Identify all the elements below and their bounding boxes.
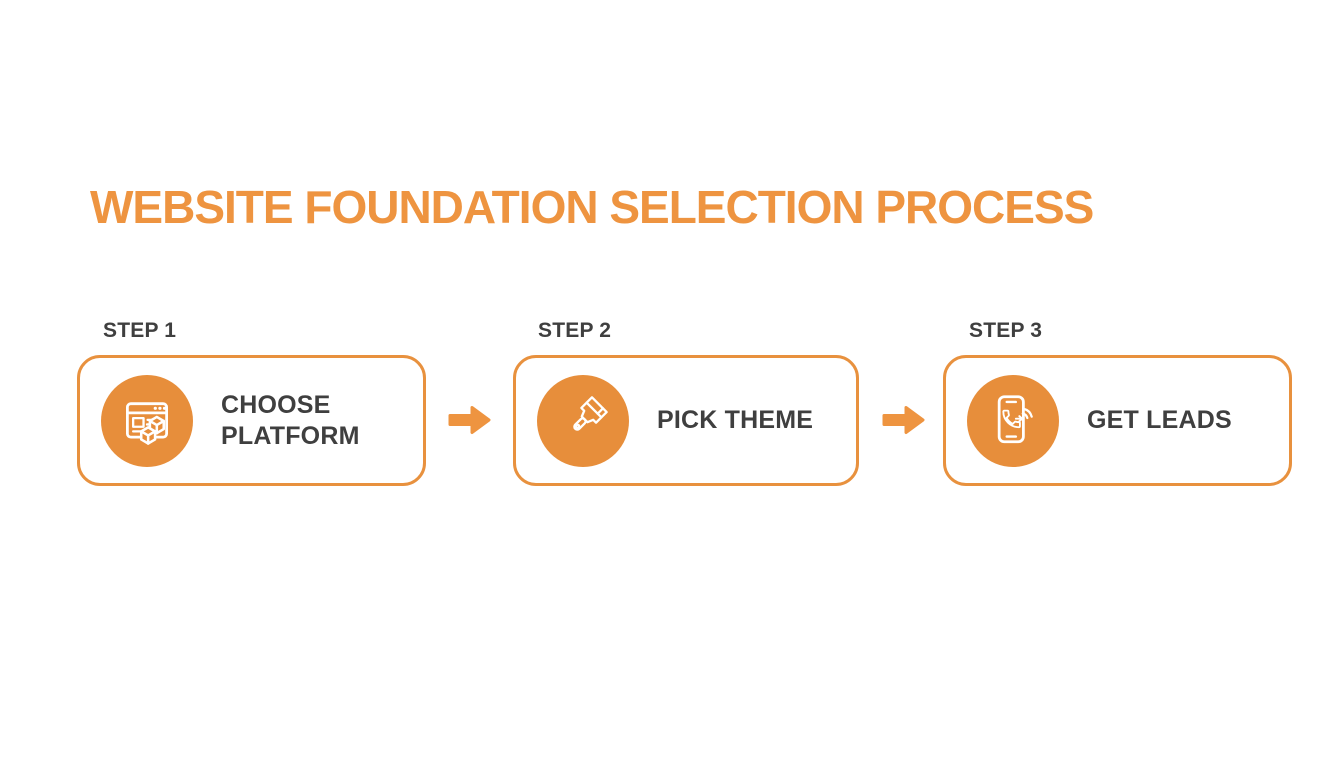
paintbrush-icon (573, 395, 608, 431)
step-2-icon-circle (537, 374, 629, 467)
step-3-icon-circle (967, 374, 1059, 467)
step-1-title: CHOOSE PLATFORM (221, 390, 360, 450)
arrow-right-icon (448, 403, 492, 437)
step-1-label: STEP 1 (103, 319, 177, 342)
step-3-card: GET LEADS (943, 355, 1292, 486)
step-1-card: CHOOSE PLATFORM (77, 355, 426, 486)
phone-call-signal-icon (997, 394, 1033, 443)
page-title: WEBSITE FOUNDATION SELECTION PROCESS (90, 181, 1094, 233)
step-3-label: STEP 3 (969, 319, 1043, 342)
step-2-title: PICK THEME (657, 406, 814, 434)
arrow-right-icon (882, 403, 926, 437)
browser-blocks-icon (126, 401, 168, 445)
step-2-label: STEP 2 (538, 319, 612, 342)
step-2-card: PICK THEME (513, 355, 859, 486)
step-3-title: GET LEADS (1087, 406, 1232, 434)
step-1-icon-circle (101, 374, 193, 467)
